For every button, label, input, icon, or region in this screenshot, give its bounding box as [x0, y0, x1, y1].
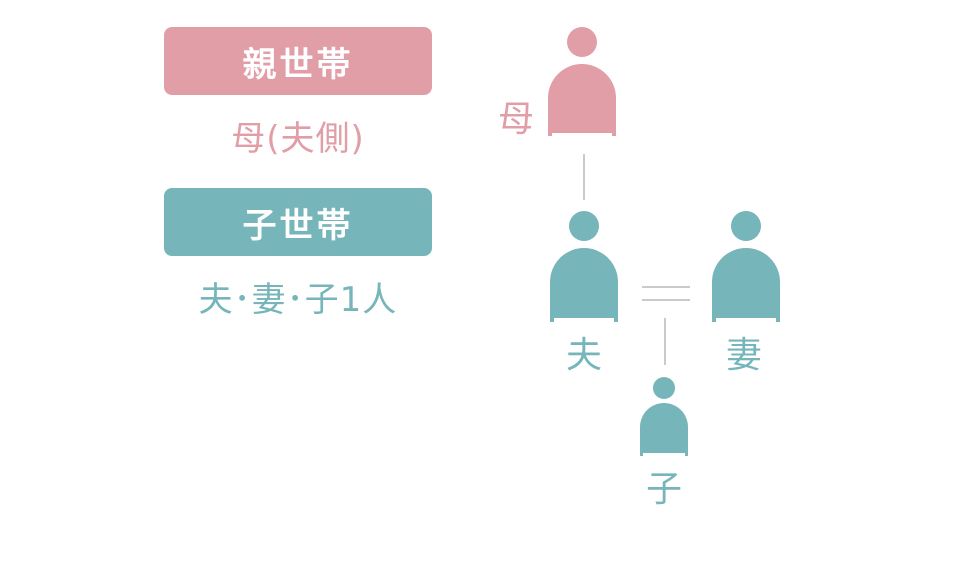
- wife-person-icon: [712, 211, 780, 322]
- husband-label: 夫: [566, 335, 603, 376]
- husband-person-icon: [550, 211, 618, 322]
- child-label: 子: [646, 469, 683, 510]
- parent-household-members: 母(夫側): [231, 119, 365, 159]
- child-household-badge: 子世帯: [164, 188, 432, 256]
- child-person-icon: [640, 377, 688, 456]
- child-household-members: 夫･妻･子1人: [198, 280, 398, 320]
- parent-household-badge: 親世帯: [164, 27, 432, 95]
- mother-label: 母: [498, 99, 535, 140]
- wife-label: 妻: [726, 335, 763, 376]
- mother-person-icon: [548, 27, 616, 136]
